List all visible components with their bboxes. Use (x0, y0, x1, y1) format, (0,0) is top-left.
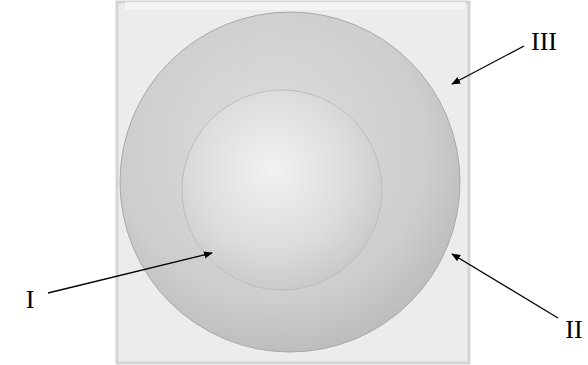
leader-line (48, 253, 212, 293)
leader-line (452, 46, 524, 84)
outer-sphere (120, 12, 460, 352)
callout-number: I (26, 287, 35, 313)
leader-line (452, 254, 558, 318)
cube-edge (125, 2, 465, 10)
callout-number: III (531, 29, 557, 55)
inner-sphere (182, 90, 382, 290)
cube-outline (117, 2, 469, 363)
callout-number: II (565, 317, 582, 343)
